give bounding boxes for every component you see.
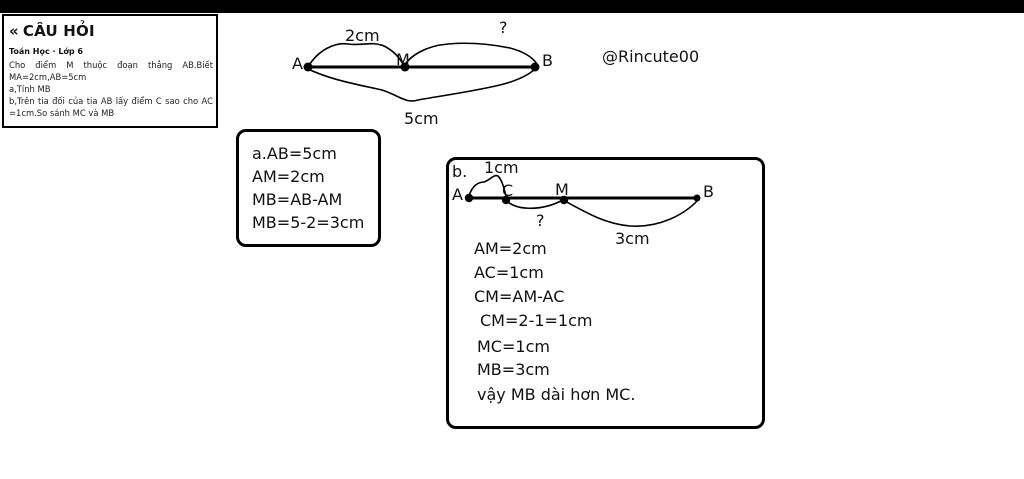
part-b-box: b. AM=2cm AC=1cm CM=AM-AC CM=2-1=1cm MC=…: [446, 157, 765, 429]
brace-mb-b: [562, 199, 699, 227]
brace-mb: [403, 42, 538, 67]
question-line: Cho điểm M thuộc đoạn thẳng AB.Biết: [9, 60, 213, 70]
part-b-line: AC=1cm: [474, 263, 544, 282]
question-line: =1cm.So sánh MC và MB: [9, 108, 115, 118]
top-black-bar: [0, 0, 1024, 13]
part-a-box: a.AB=5cm AM=2cm MB=AB-AM MB=5-2=3cm: [236, 129, 381, 247]
double-chevron-left-icon[interactable]: «: [9, 22, 19, 40]
point-b-label-b: B: [703, 182, 714, 201]
part-b-line: AM=2cm: [474, 239, 547, 258]
point-m-b-dot: [559, 195, 569, 205]
part-b-line: CM=2-1=1cm: [480, 311, 593, 330]
brace-ac: [468, 174, 507, 197]
question-line: a,Tính MB: [9, 84, 51, 94]
label-mb-unknown: ?: [499, 18, 508, 37]
part-b-conclusion: vậy MB dài hơn MC.: [477, 385, 636, 404]
label-cm-unknown: ?: [536, 211, 545, 230]
point-a-b-dot: [464, 193, 474, 203]
question-line: MA=2cm,AB=5cm: [9, 72, 87, 82]
brace-cm: [505, 199, 564, 210]
label-mb-length-b: 3cm: [615, 229, 650, 248]
point-b-label: B: [542, 51, 553, 70]
label-ab-length: 5cm: [404, 109, 439, 128]
point-c-dot: [501, 195, 511, 205]
author-handle: @Rincute00: [602, 47, 700, 66]
label-am-length: 2cm: [345, 26, 380, 45]
point-a-dot: [303, 62, 313, 72]
question-title: CÂU HỎI: [22, 22, 95, 40]
question-card: «CÂU HỎI Toán Học · Lớp 6 Cho điểm M thu…: [2, 14, 218, 128]
label-ac-length: 1cm: [484, 158, 519, 177]
point-a-label: A: [292, 54, 303, 73]
brace-am: [307, 42, 405, 68]
question-header: «CÂU HỎI: [9, 22, 95, 40]
part-b-line: CM=AM-AC: [474, 287, 565, 306]
question-text: Cho điểm M thuộc đoạn thẳng AB.Biết MA=2…: [9, 59, 213, 119]
point-b-dot: [530, 62, 540, 72]
brace-ab: [305, 65, 539, 102]
part-a-line: a.AB=5cm: [252, 144, 337, 163]
part-b-heading: b.: [452, 162, 468, 181]
part-b-line: MB=3cm: [477, 360, 550, 379]
point-b-b-dot: [693, 194, 701, 202]
point-m-dot: [400, 62, 410, 72]
point-c-label: C: [502, 181, 514, 200]
question-subject: Toán Học · Lớp 6: [9, 47, 83, 56]
point-m-label: M: [396, 50, 410, 69]
part-a-line: MB=5-2=3cm: [252, 213, 365, 232]
question-line: b,Trên tia đối của tia AB lấy điểm C sao…: [9, 96, 213, 106]
part-a-line: MB=AB-AM: [252, 190, 343, 209]
part-a-line: AM=2cm: [252, 167, 325, 186]
point-m-label-b: M: [555, 180, 569, 199]
part-b-line: MC=1cm: [477, 337, 550, 356]
point-a-label-b: A: [452, 185, 463, 204]
